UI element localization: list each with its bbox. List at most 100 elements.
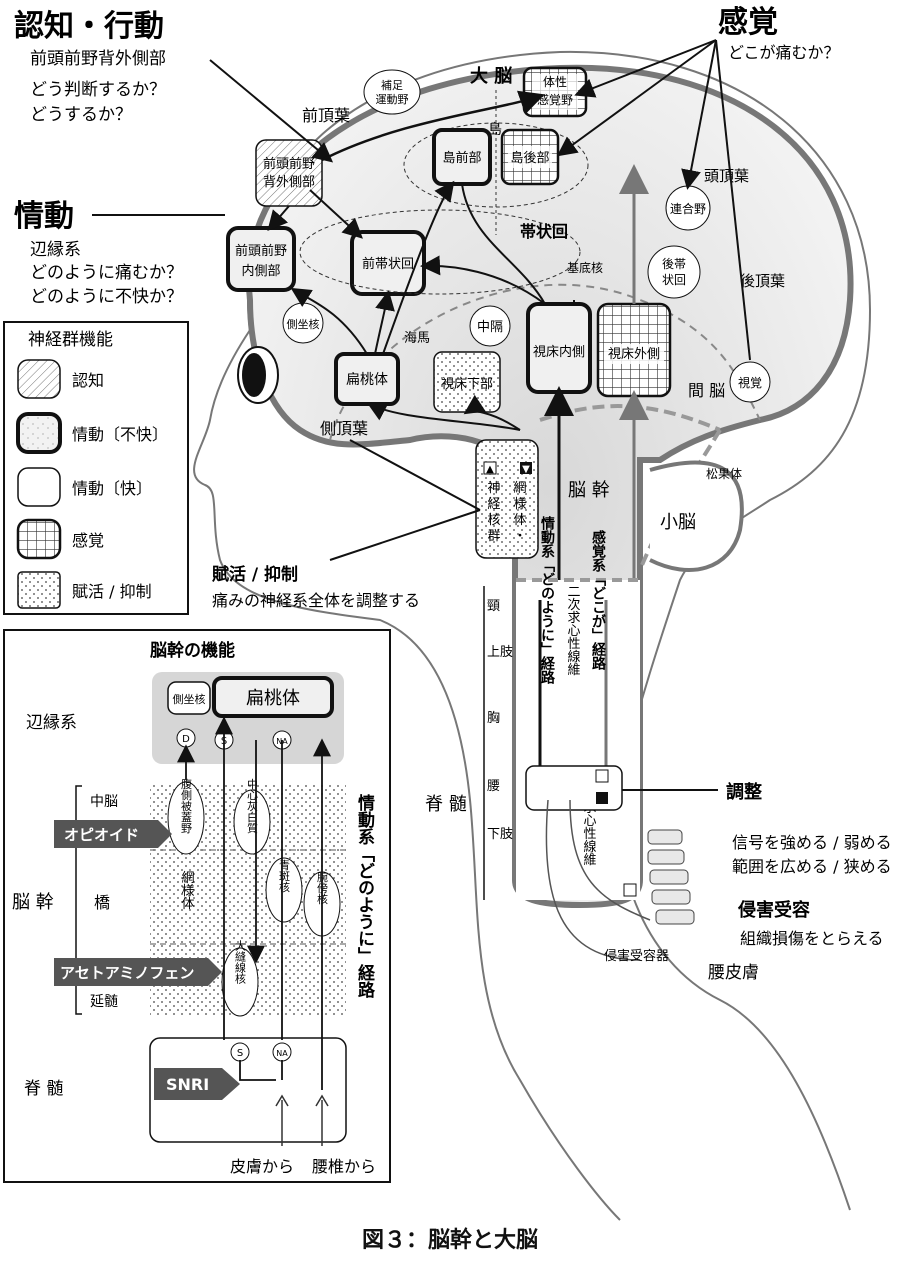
svg-text:連合野: 連合野 bbox=[670, 201, 706, 216]
legend-item: 感覚 bbox=[72, 531, 104, 550]
svg-text:神: 神 bbox=[487, 481, 500, 496]
svg-text:視床下部: 視床下部 bbox=[441, 377, 493, 392]
svg-text:下肢: 下肢 bbox=[487, 826, 513, 842]
label-modulation: 調整 bbox=[726, 781, 762, 803]
svg-text:▼: ▼ bbox=[522, 464, 530, 475]
label-brainstem: 脳 幹 bbox=[568, 480, 610, 501]
label-basal-ganglia: 基底核 bbox=[567, 260, 603, 275]
svg-text:視床内側: 視床内側 bbox=[533, 344, 585, 360]
svg-text:・: ・ bbox=[513, 529, 526, 544]
svg-text:賦活 / 抑制: 賦活 / 抑制 bbox=[212, 564, 298, 585]
cognition-title: 認知・行動 bbox=[14, 9, 164, 44]
label-spinal-cord: 脊 髄 bbox=[425, 794, 467, 815]
svg-text:▲: ▲ bbox=[486, 464, 494, 475]
legend-swatch-activate bbox=[17, 571, 61, 609]
sense-block: 感覚 どこが痛むか？ bbox=[718, 5, 840, 62]
svg-text:核: 核 bbox=[487, 513, 500, 528]
label-insula: 島 bbox=[488, 122, 502, 138]
emotion-sub3: どのように不快か？ bbox=[30, 287, 183, 307]
svg-text:侵害受容器: 侵害受容器 bbox=[604, 948, 669, 964]
label-posterior-parietal: 後頂葉 bbox=[740, 272, 785, 290]
figure-caption: 図３：脳幹と大脳 bbox=[361, 1228, 538, 1253]
svg-text:島後部: 島後部 bbox=[510, 151, 549, 166]
emotion-title: 情動 bbox=[14, 199, 74, 234]
svg-text:腰皮膚: 腰皮膚 bbox=[708, 963, 759, 983]
svg-text:皮膚から: 皮膚から bbox=[230, 1157, 294, 1176]
svg-text:辺縁系: 辺縁系 bbox=[26, 713, 77, 733]
svg-text:側坐核: 側坐核 bbox=[287, 317, 320, 331]
acetaminophen-arrow bbox=[54, 958, 222, 986]
svg-text:視覚: 視覚 bbox=[738, 375, 762, 390]
head-outline bbox=[193, 50, 872, 1221]
brainstem-box: 脳幹の機能 辺縁系 側坐核 扁桃体 D S NA 中脳 橋 延髄 脳 幹 腹側被… bbox=[3, 629, 391, 1183]
svg-text:腰: 腰 bbox=[487, 779, 500, 794]
svg-text:頸: 頸 bbox=[487, 599, 500, 614]
label-sma: 補足 bbox=[381, 79, 403, 92]
svg-text:大縫線核: 大縫線核 bbox=[234, 939, 247, 985]
svg-text:オピオイド: オピオイド bbox=[64, 826, 139, 844]
svg-text:D: D bbox=[182, 734, 190, 745]
svg-text:前頭前野: 前頭前野 bbox=[263, 156, 315, 172]
legend-item: 認知 bbox=[72, 371, 104, 390]
box-reticular bbox=[475, 439, 539, 559]
svg-text:前帯状回: 前帯状回 bbox=[362, 256, 414, 272]
svg-text:S: S bbox=[237, 1048, 243, 1059]
svg-text:経: 経 bbox=[487, 497, 500, 512]
svg-text:運動野: 運動野 bbox=[376, 92, 409, 106]
svg-text:二次求心性線維: 二次求心性線維 bbox=[565, 585, 581, 676]
svg-text:範囲を広める / 狭める: 範囲を広める / 狭める bbox=[732, 857, 892, 876]
svg-text:扁桃体: 扁桃体 bbox=[246, 688, 300, 709]
svg-text:体: 体 bbox=[513, 513, 526, 528]
svg-text:脊 髄: 脊 髄 bbox=[24, 1079, 63, 1099]
brain-connections bbox=[209, 39, 751, 580]
label-frontal-parietal: 前頂葉 bbox=[302, 106, 350, 125]
activate-text: 賦活 / 抑制 痛みの神経系全体を調整する bbox=[212, 564, 420, 610]
sense-sub: どこが痛むか？ bbox=[728, 43, 840, 62]
label-cerebellum: 小脳 bbox=[660, 512, 696, 533]
svg-text:脳幹の機能: 脳幹の機能 bbox=[150, 640, 235, 661]
svg-text:側坐核: 側坐核 bbox=[173, 692, 206, 706]
label-cerebrum: 大 脳 bbox=[470, 65, 512, 87]
svg-text:アセトアミノフェン: アセトアミノフェン bbox=[60, 964, 194, 982]
svg-text:様: 様 bbox=[513, 497, 526, 512]
legend: 神経群機能 認知 情動〔不快〕 情動〔快〕 感覚 賦活 / 抑制 bbox=[3, 321, 189, 615]
opioid-arrow bbox=[54, 820, 172, 848]
cognition-sub1: 前頭前野背外側部 bbox=[30, 49, 166, 69]
svg-text:島前部: 島前部 bbox=[442, 150, 481, 166]
cognition-sub3: どうするか？ bbox=[30, 105, 132, 125]
label-hippocampus: 海馬 bbox=[404, 331, 430, 346]
svg-text:網: 網 bbox=[513, 481, 526, 496]
svg-text:腰椎から: 腰椎から bbox=[312, 1157, 376, 1176]
sense-title: 感覚 bbox=[718, 5, 778, 40]
label-pineal: 松果体 bbox=[706, 467, 742, 481]
legend-item: 情動〔快〕 bbox=[72, 479, 152, 498]
svg-text:背外側部: 背外側部 bbox=[263, 175, 315, 190]
box-mpfc bbox=[226, 226, 296, 292]
svg-text:脳 幹: 脳 幹 bbox=[12, 892, 54, 913]
emotion-sub1: 辺縁系 bbox=[30, 240, 81, 260]
cognition-block: 認知・行動 前頭前野背外側部 どう判断するか？ どうするか？ bbox=[14, 9, 166, 125]
legend-item: 賦活 / 抑制 bbox=[72, 582, 152, 601]
svg-text:後帯: 後帯 bbox=[662, 257, 686, 271]
svg-text:感覚野: 感覚野 bbox=[537, 92, 573, 107]
legend-swatch-sense bbox=[16, 518, 62, 560]
svg-text:扁桃体: 扁桃体 bbox=[346, 372, 388, 388]
cerebellum bbox=[649, 460, 744, 572]
svg-text:痛みの神経系全体を調整する: 痛みの神経系全体を調整する bbox=[212, 591, 420, 610]
label-cingulate: 帯状回 bbox=[520, 222, 568, 241]
svg-text:内側部: 内側部 bbox=[241, 263, 280, 279]
legend-title: 神経群機能 bbox=[28, 330, 113, 350]
legend-swatch-unpleasant bbox=[16, 412, 62, 454]
legend-swatch-cognition bbox=[17, 359, 61, 399]
svg-text:視床外側: 視床外側 bbox=[608, 347, 660, 362]
legend-item: 情動〔不快〕 bbox=[72, 425, 168, 444]
svg-text:橋: 橋 bbox=[94, 893, 110, 912]
svg-text:群: 群 bbox=[487, 529, 500, 544]
svg-text:前頭前野: 前頭前野 bbox=[235, 243, 287, 259]
svg-text:NA: NA bbox=[276, 1049, 288, 1058]
svg-text:組織損傷をとらえる: 組織損傷をとらえる bbox=[740, 929, 884, 948]
svg-text:感覚系「どこが」経路: 感覚系「どこが」経路 bbox=[590, 529, 606, 670]
svg-text:延髄: 延髄 bbox=[90, 994, 118, 1010]
emotion-block: 情動 辺縁系 どのように痛むか？ どのように不快か？ bbox=[14, 199, 225, 307]
